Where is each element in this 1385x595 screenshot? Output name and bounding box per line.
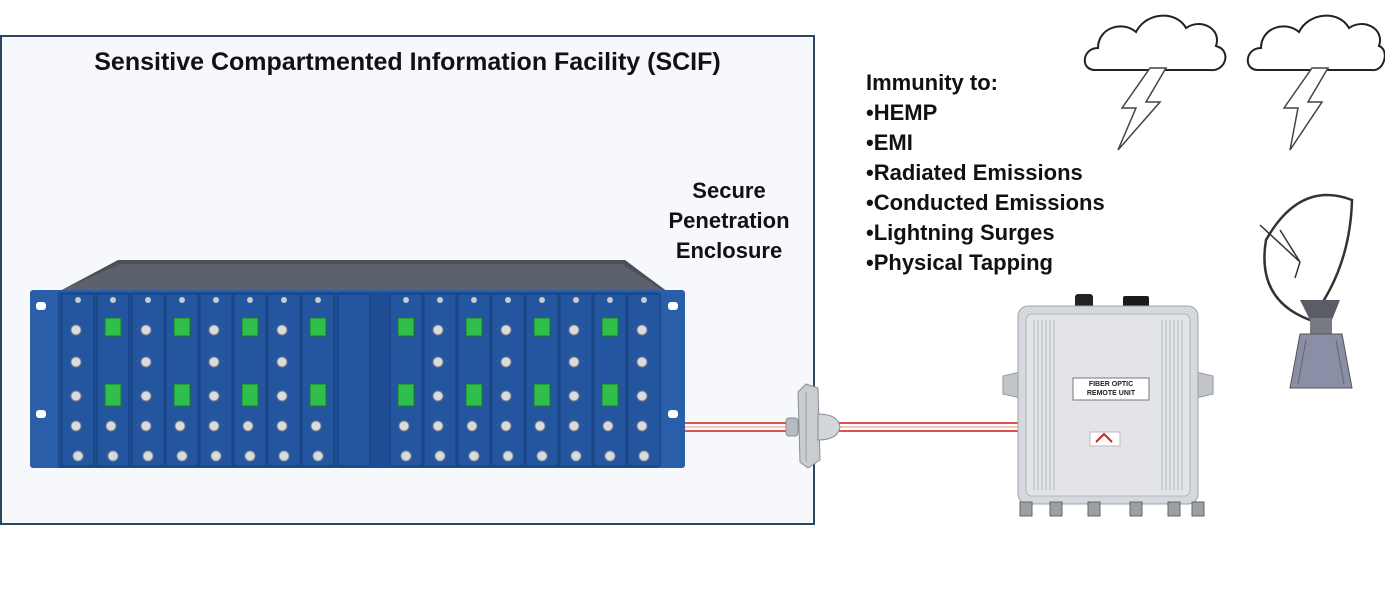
enclosure-label: Secure Penetration Enclosure bbox=[648, 176, 810, 266]
immunity-item: •Conducted Emissions bbox=[866, 190, 1105, 215]
rack-chassis bbox=[30, 260, 685, 468]
enclosure-label-line: Secure bbox=[692, 178, 766, 203]
penetration-enclosure-device bbox=[785, 383, 841, 469]
immunity-list: Immunity to: •HEMP •EMI •Radiated Emissi… bbox=[866, 68, 1105, 278]
fiber-cable bbox=[685, 422, 1020, 432]
immunity-item: •Lightning Surges bbox=[866, 220, 1055, 245]
storm-cloud-icon bbox=[1246, 14, 1385, 151]
remote-unit-device bbox=[1002, 294, 1214, 517]
immunity-item: •Radiated Emissions bbox=[866, 160, 1083, 185]
immunity-item: •HEMP bbox=[866, 100, 938, 125]
enclosure-label-line: Penetration bbox=[668, 208, 790, 233]
immunity-item: •Physical Tapping bbox=[866, 250, 1053, 275]
remote-unit-label: FIBER OPTIC REMOTE UNIT bbox=[1074, 380, 1148, 398]
remote-unit-label-line: FIBER OPTIC bbox=[1088, 381, 1134, 388]
storm-cloud-icon bbox=[1083, 14, 1227, 151]
scif-title: Sensitive Compartmented Information Faci… bbox=[94, 48, 721, 76]
immunity-heading: Immunity to: bbox=[866, 70, 998, 95]
enclosure-label-line: Enclosure bbox=[675, 238, 783, 263]
satellite-dish-icon bbox=[1259, 193, 1354, 389]
immunity-item: •EMI bbox=[866, 130, 913, 155]
remote-unit-label-line: REMOTE UNIT bbox=[1086, 390, 1136, 397]
